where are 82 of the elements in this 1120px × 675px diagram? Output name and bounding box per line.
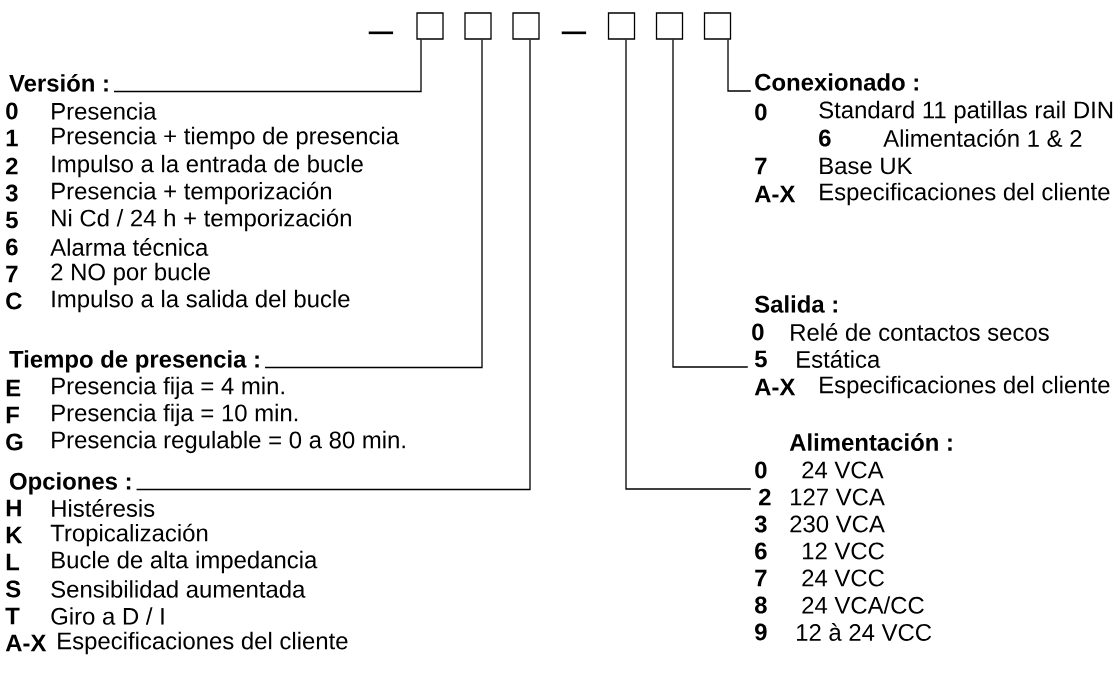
option-text: Relé de contactos secos: [791, 323, 1049, 341]
option-code: 6: [755, 542, 767, 560]
option-text: Alimentación 1 & 2: [883, 129, 1082, 147]
option-code: A-X: [754, 378, 796, 396]
code-box: [512, 12, 540, 40]
code-box: [464, 12, 492, 40]
option-code: 8: [754, 596, 767, 614]
option-text: 12 à 24 VCC: [797, 623, 932, 641]
option-text: 24 VCC: [802, 569, 884, 587]
option-text: Ni Cd / 24 h + temporización: [52, 208, 351, 232]
option-code: S: [5, 580, 21, 598]
option-text: Presencia regulable = 0 a 80 min.: [52, 430, 405, 454]
section-heading: Conexionado :: [755, 73, 918, 91]
option-text: Sensibilidad aumentada: [51, 580, 306, 598]
leader-line: [625, 39, 752, 490]
option-code: 3: [754, 515, 767, 533]
option-text: Impulso a la entrada de bucle: [52, 154, 363, 178]
leader-line: [113, 39, 422, 93]
underscore-mark: _: [561, 31, 587, 35]
leader-line: [672, 39, 749, 368]
underscore-mark: _: [368, 31, 394, 35]
option-text: Presencia fija = 10 min.: [52, 403, 298, 427]
option-text: Standard 11 patillas rail DIN: [819, 100, 1113, 124]
option-text: Histéresis: [52, 499, 155, 517]
option-text: Tropicalización: [50, 523, 208, 547]
option-text: Presencia: [52, 102, 157, 120]
option-code: 5: [754, 350, 767, 368]
section-heading: Versión :: [9, 73, 108, 92]
section-heading: Alimentación :: [789, 433, 952, 451]
option-code: 0: [755, 461, 767, 479]
option-code: 0: [755, 103, 767, 121]
option-text: Giro a D / I: [51, 607, 164, 625]
option-text: Especificaciones del cliente: [820, 375, 1110, 399]
option-code: 7: [755, 569, 767, 587]
option-text: Presencia fija = 4 min.: [52, 376, 284, 400]
option-code: 3: [5, 184, 18, 202]
option-text: 127 VCA: [791, 488, 885, 506]
option-code: G: [6, 433, 23, 451]
option-code: A-X: [754, 185, 796, 203]
leader-line: [727, 39, 752, 92]
option-text: Presencia + tiempo de presencia: [52, 126, 400, 150]
option-text: 24 VCA: [802, 461, 884, 479]
code-box: [416, 12, 444, 40]
section-heading: Opciones :: [10, 472, 131, 495]
option-text: 2 NO por bucle: [51, 262, 210, 286]
option-code: K: [6, 526, 23, 544]
option-code: 2: [759, 488, 771, 506]
code-box: [655, 12, 684, 40]
option-code: F: [6, 406, 19, 424]
option-code: 1: [6, 129, 18, 147]
code-box: [607, 12, 636, 40]
option-code: 2: [6, 157, 18, 175]
option-code: 0: [752, 323, 764, 341]
option-text: Especificaciones del cliente: [58, 631, 348, 655]
option-text: 230 VCA: [790, 515, 885, 533]
option-text: 24 VCA/CC: [802, 596, 924, 614]
option-code: 6: [819, 129, 831, 147]
option-text: Estática: [797, 350, 881, 368]
leader-line: [264, 39, 483, 369]
option-code: H: [6, 499, 21, 517]
option-text: Especificaciones del cliente: [820, 182, 1110, 206]
section-heading: Tiempo de presencia :: [9, 350, 259, 373]
option-text: Impulso a la salida del bucle: [52, 289, 350, 313]
option-text: Alarma técnica: [50, 238, 209, 256]
option-code: T: [5, 607, 20, 625]
option-code: 0: [6, 102, 18, 120]
option-code: E: [6, 379, 21, 397]
option-text: Base UK: [820, 157, 913, 175]
code-box: [703, 12, 732, 40]
option-text: 12 VCC: [803, 542, 884, 560]
section-heading: Salida :: [754, 295, 837, 313]
option-code: 6: [6, 238, 18, 256]
option-code: L: [6, 553, 20, 571]
option-code: 7: [755, 157, 767, 175]
option-code: 9: [755, 623, 767, 641]
option-code: C: [6, 292, 22, 310]
option-text: Presencia + temporización: [52, 181, 331, 205]
option-text: Bucle de alta impedancia: [52, 550, 318, 574]
option-code: 7: [6, 265, 18, 283]
option-code: A-X: [5, 634, 47, 652]
option-code: 5: [5, 211, 18, 229]
leader-line: [135, 39, 531, 491]
